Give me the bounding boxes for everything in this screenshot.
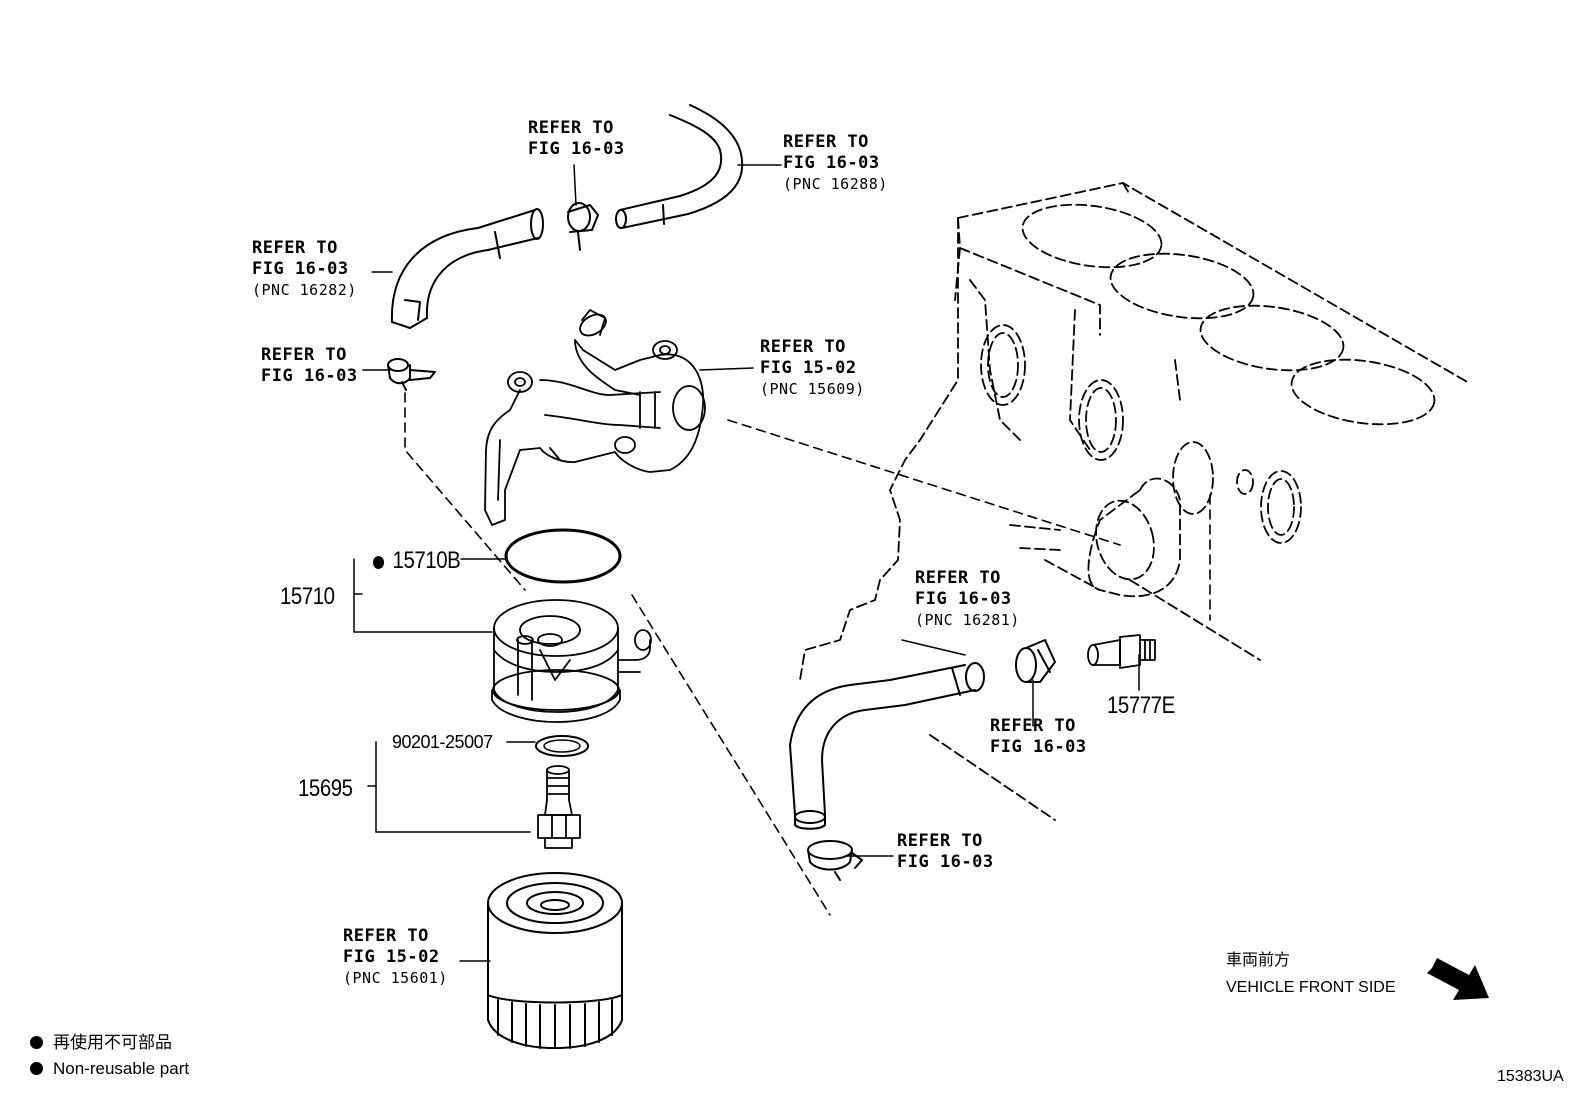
water-inlet-housing <box>484 309 706 526</box>
callout-refer-fig-16-03-bottom-clamp: REFER TO FIG 16-03 <box>897 831 994 873</box>
callout-refer-fig-15-02-pnc-15609: REFER TO FIG 15-02 (PNC 15609) <box>760 337 865 400</box>
assembly-lines <box>404 392 1211 916</box>
callout-line-2: FIG 16-03 <box>783 153 880 173</box>
part-number-90201-25007: 90201-25007 <box>392 732 493 752</box>
callout-refer-fig-16-03-middle-clamp: REFER TO FIG 16-03 <box>990 716 1087 758</box>
callout-refer-fig-16-03-pnc-16281: REFER TO FIG 16-03 (PNC 16281) <box>915 568 1020 631</box>
part-number-15695: 15695 <box>298 775 353 802</box>
callout-line-2: FIG 16-03 <box>252 259 349 279</box>
clamp-top-small <box>567 202 599 251</box>
callout-line-1: REFER TO <box>252 238 338 258</box>
hose-16282 <box>390 208 544 329</box>
non-reusable-dot-icon <box>373 556 385 569</box>
callout-line-1: REFER TO <box>760 337 846 357</box>
callout-line-1: REFER TO <box>897 831 983 851</box>
callout-line-1: REFER TO <box>343 926 429 946</box>
filled-dot-icon <box>30 1036 43 1049</box>
callout-line-1: REFER TO <box>783 132 869 152</box>
callout-line-1: REFER TO <box>915 568 1001 588</box>
legend-non-reusable-en: Non-reusable part <box>30 1056 189 1082</box>
clamp-bottom <box>807 840 863 881</box>
callout-refer-fig-16-03-left-clamp: REFER TO FIG 16-03 <box>261 345 358 387</box>
callout-line-1: REFER TO <box>528 118 614 138</box>
callout-refer-fig-15-02-pnc-15601: REFER TO FIG 15-02 (PNC 15601) <box>343 926 448 989</box>
callout-line-1: REFER TO <box>261 345 347 365</box>
vehicle-front-jp: 車両前方 <box>1226 952 1291 969</box>
hose-16281 <box>789 662 985 830</box>
union-bolt-15695 <box>537 765 581 849</box>
callout-line-2: FIG 16-03 <box>915 589 1012 609</box>
part-number-15710: 15710 <box>280 583 335 610</box>
direction-arrow-icon <box>1427 958 1489 1000</box>
legend-en-text: Non-reusable part <box>53 1059 190 1078</box>
engine-block-outline <box>799 182 1470 821</box>
part-number-text: 15710B <box>392 547 461 574</box>
legend-non-reusable-jp: 再使用不可部品 <box>30 1030 172 1056</box>
callout-pnc: (PNC 15601) <box>343 969 448 987</box>
callout-line-2: FIG 16-03 <box>528 139 625 159</box>
callout-line-2: FIG 16-03 <box>990 737 1087 757</box>
callout-pnc: (PNC 16288) <box>783 175 888 193</box>
callout-line-2: FIG 16-03 <box>261 366 358 386</box>
oil-filter-15601 <box>487 872 623 1049</box>
union-15777e <box>1087 634 1156 669</box>
vehicle-front-en: VEHICLE FRONT SIDE <box>1226 979 1396 996</box>
part-number-15777e: 15777E <box>1107 692 1175 719</box>
clamp-middle <box>1015 639 1056 683</box>
clamp-left <box>387 358 436 391</box>
callout-pnc: (PNC 16281) <box>915 611 1020 629</box>
filled-dot-icon <box>30 1062 43 1075</box>
callout-refer-fig-16-03-top-clamp: REFER TO FIG 16-03 <box>528 118 625 160</box>
callout-pnc: (PNC 15609) <box>760 380 865 398</box>
callout-line-2: FIG 15-02 <box>760 358 857 378</box>
leader-lines <box>353 164 1140 962</box>
oil-cooler-15710 <box>491 599 652 723</box>
callout-refer-fig-16-03-pnc-16288: REFER TO FIG 16-03 (PNC 16288) <box>783 132 888 195</box>
hose-16288 <box>615 104 744 229</box>
figure-code: 15383UA <box>1497 1068 1564 1085</box>
callout-refer-fig-16-03-pnc-16282: REFER TO FIG 16-03 (PNC 16282) <box>252 238 357 301</box>
legend-jp-text: 再使用不可部品 <box>53 1033 172 1052</box>
callout-pnc: (PNC 16282) <box>252 281 357 299</box>
o-ring-15710b <box>504 528 622 584</box>
gasket-90201 <box>535 735 589 757</box>
part-number-15710b: 15710B <box>373 547 461 575</box>
callout-line-2: FIG 16-03 <box>897 852 994 872</box>
callout-line-1: REFER TO <box>990 716 1076 736</box>
callout-line-2: FIG 15-02 <box>343 947 440 967</box>
